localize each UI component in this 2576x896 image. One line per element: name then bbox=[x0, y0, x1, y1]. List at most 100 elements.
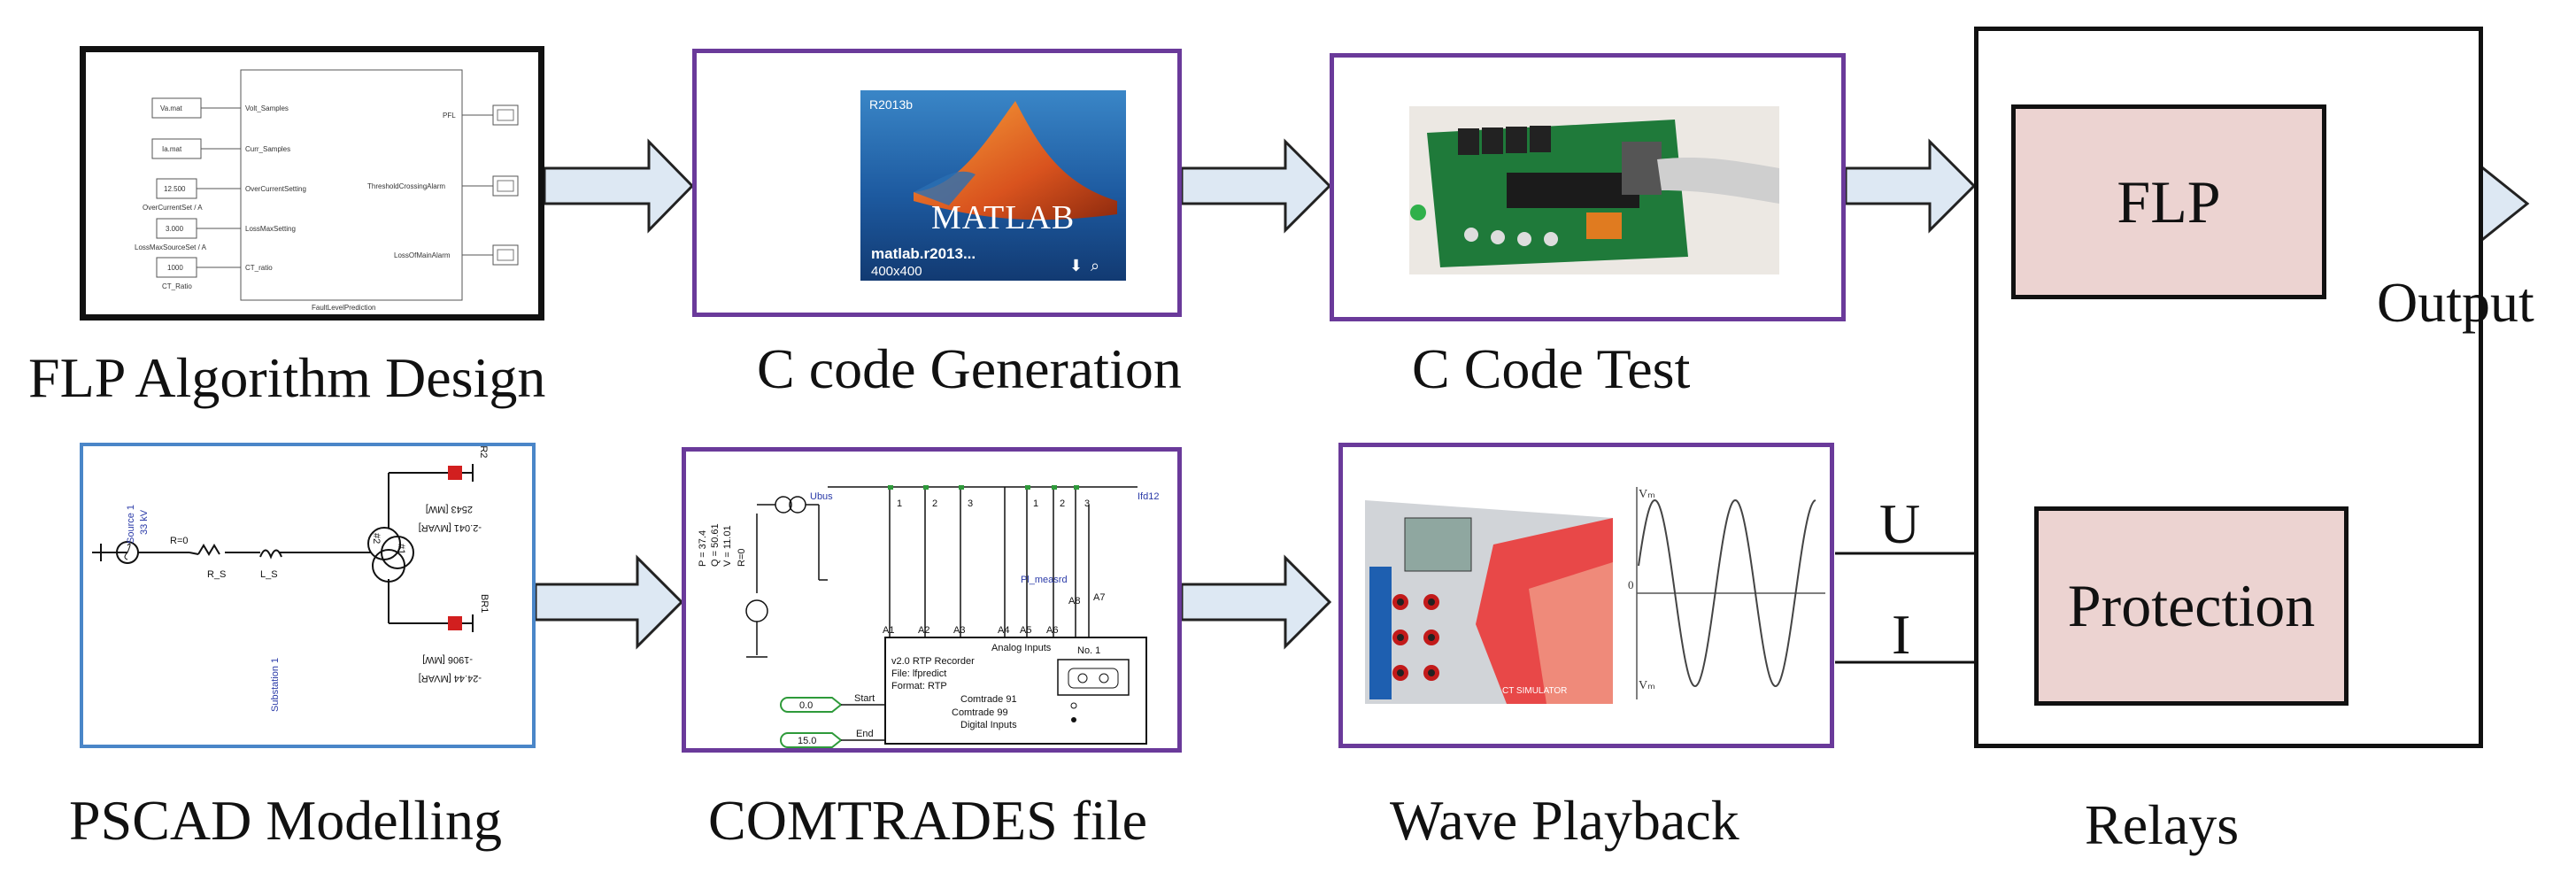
simulink-panel: Va.mat Ia.mat 12.500 3.000 1000 OverCurr… bbox=[80, 46, 544, 321]
pscad-rs: R_S bbox=[207, 569, 226, 580]
pscad-meas1b: 2543 [MW] bbox=[426, 504, 473, 514]
matlab-version: R2013b bbox=[869, 97, 914, 112]
ct-digital-inputs: Digital Inputs bbox=[960, 720, 1017, 730]
caption-c-code-generation: C code Generation bbox=[757, 337, 1182, 400]
ct-v: V = 11.01 bbox=[722, 525, 733, 567]
ct-analog-inputs: Analog Inputs bbox=[991, 643, 1052, 653]
zoom-icon: ⌕ bbox=[1091, 257, 1100, 274]
sim-port-out-2: ThresholdCrossingAlarm bbox=[367, 182, 445, 190]
ct-ch1: 1 bbox=[897, 498, 902, 509]
ct-ch6: 3 bbox=[1084, 498, 1090, 509]
sim-input-caption-4: LossMaxSourceSet / A bbox=[135, 243, 207, 251]
pscad-source: Source 1 bbox=[126, 505, 136, 544]
i-label: I bbox=[1892, 603, 1911, 666]
ct-format: Format: RTP bbox=[891, 681, 947, 691]
block-arrow-4 bbox=[534, 554, 684, 650]
wave-panel: CT SIMULATOR Vₘ 0 Vₘ bbox=[1338, 443, 1834, 748]
caption-flp-design: FLP Algorithm Design bbox=[28, 346, 546, 409]
board-panel bbox=[1330, 53, 1846, 321]
wave-brand: CT SIMULATOR bbox=[1502, 686, 1567, 696]
sim-port-in-2: Curr_Samples bbox=[245, 145, 290, 153]
simulink-diagram: Va.mat Ia.mat 12.500 3.000 1000 OverCurr… bbox=[135, 69, 519, 312]
pscad-br1: BR1 bbox=[479, 594, 490, 613]
pscad-meas2b: -1906 [MW] bbox=[422, 654, 473, 665]
sim-input-1: Va.mat bbox=[160, 104, 183, 112]
wave-vmax: Vₘ bbox=[1639, 488, 1655, 501]
pscad-ls: L_S bbox=[260, 569, 278, 580]
ct-simulator-device: CT SIMULATOR bbox=[1365, 500, 1613, 704]
pscad-r0: R=0 bbox=[170, 536, 189, 546]
ct-file: File: lfpredict bbox=[891, 668, 946, 679]
sim-port-in-5: CT_ratio bbox=[245, 264, 273, 272]
caption-pscad: PSCAD Modelling bbox=[69, 789, 502, 852]
ct-a7: A7 bbox=[1093, 592, 1105, 603]
block-arrow-1 bbox=[543, 138, 695, 234]
ct-a4: A4 bbox=[998, 625, 1009, 636]
comtrade-panel: P = 37.4 Q = 50.61 V = 11.01 R=0 A1 A2 A… bbox=[682, 447, 1182, 753]
sim-input-caption-5: CT_Ratio bbox=[162, 282, 192, 290]
pscad-meas2: -24.44 [MVAR] bbox=[419, 673, 482, 684]
pscad-schematic: Source 1 33 kV Substation 1 R=0 R_S L_S … bbox=[92, 446, 490, 712]
flp-block-label: FLP bbox=[2117, 167, 2221, 236]
matlab-filename: matlab.r2013... bbox=[871, 245, 976, 262]
ct-ch2: 2 bbox=[932, 498, 937, 509]
dev-board-image bbox=[1410, 120, 1779, 267]
sim-port-out-3: LossOfMainAlarm bbox=[394, 251, 451, 259]
ct-ifd: Ifd12 bbox=[1138, 491, 1159, 502]
sim-input-3: 12.500 bbox=[164, 185, 186, 193]
ct-start-val: 0.0 bbox=[799, 700, 813, 711]
pscad-t1: #1 bbox=[396, 544, 406, 554]
protection-block-label: Protection bbox=[2067, 572, 2316, 639]
pscad-substation: Substation 1 bbox=[270, 658, 281, 712]
ct-ch5: 2 bbox=[1060, 498, 1065, 509]
sine-wave-plot: Vₘ 0 Vₘ bbox=[1628, 487, 1825, 699]
block-arrow-2 bbox=[1180, 138, 1332, 234]
wave-zero: 0 bbox=[1628, 578, 1634, 591]
ct-ch4: 1 bbox=[1033, 498, 1038, 509]
flp-block: FLP bbox=[2011, 104, 2326, 299]
ct-c91: Comtrade 91 bbox=[960, 694, 1017, 705]
ct-pmeas: Pl_measrd bbox=[1021, 575, 1068, 585]
ct-a2: A2 bbox=[918, 625, 929, 636]
ct-ch3: 3 bbox=[968, 498, 973, 509]
wave-vmin: Vₘ bbox=[1639, 679, 1655, 692]
ct-c99: Comtrade 99 bbox=[952, 707, 1008, 718]
ct-ubus: Ubus bbox=[810, 491, 833, 502]
sim-input-2: Ia.mat bbox=[162, 145, 182, 153]
pscad-source-kv: 33 kV bbox=[139, 509, 150, 535]
matlab-membrane-logo bbox=[914, 101, 1117, 220]
protection-block: Protection bbox=[2034, 506, 2348, 706]
comtrade-schematic: P = 37.4 Q = 50.61 V = 11.01 R=0 A1 A2 A… bbox=[698, 485, 1159, 748]
breaker-br1 bbox=[448, 616, 462, 630]
ct-r0: R=0 bbox=[737, 549, 747, 568]
sim-input-caption-3: OverCurrentSet / A bbox=[143, 204, 203, 212]
ct-a8: A8 bbox=[1068, 596, 1080, 606]
board-photo bbox=[1409, 106, 1779, 274]
ct-a3: A3 bbox=[953, 625, 965, 636]
block-arrow-5 bbox=[1180, 554, 1332, 650]
ct-q: Q = 50.61 bbox=[710, 523, 721, 567]
caption-comtrades: COMTRADES file bbox=[708, 789, 1147, 852]
pscad-meas1: -2.041 [MVAR] bbox=[419, 522, 482, 533]
sim-port-in-3: OverCurrentSetting bbox=[245, 185, 306, 193]
breaker-br2 bbox=[448, 466, 462, 480]
ct-a1: A1 bbox=[883, 625, 894, 636]
sim-port-in-1: Volt_Samples bbox=[245, 104, 289, 112]
ct-a6: A6 bbox=[1046, 625, 1058, 636]
ct-end: End bbox=[856, 729, 874, 739]
sim-port-in-4: LossMaxSetting bbox=[245, 225, 296, 233]
caption-relays: Relays bbox=[2085, 793, 2240, 856]
caption-output: Output bbox=[2377, 271, 2534, 334]
ct-end-val: 15.0 bbox=[798, 736, 816, 746]
caption-c-code-test: C Code Test bbox=[1412, 337, 1691, 400]
matlab-panel: R2013b MATLAB matlab.r2013... 400x400 ⬇ … bbox=[692, 49, 1182, 317]
matlab-size: 400x400 bbox=[871, 264, 922, 279]
matlab-splash: R2013b MATLAB matlab.r2013... 400x400 ⬇ … bbox=[860, 90, 1126, 281]
sim-input-5: 1000 bbox=[167, 264, 183, 272]
ct-p: P = 37.4 bbox=[698, 530, 708, 567]
download-icon: ⬇ bbox=[1069, 257, 1084, 274]
ct-a5: A5 bbox=[1020, 625, 1031, 636]
u-label: U bbox=[1879, 492, 1921, 555]
block-arrow-3 bbox=[1844, 138, 1977, 234]
pscad-panel: Source 1 33 kV Substation 1 R=0 R_S L_S … bbox=[80, 443, 536, 748]
